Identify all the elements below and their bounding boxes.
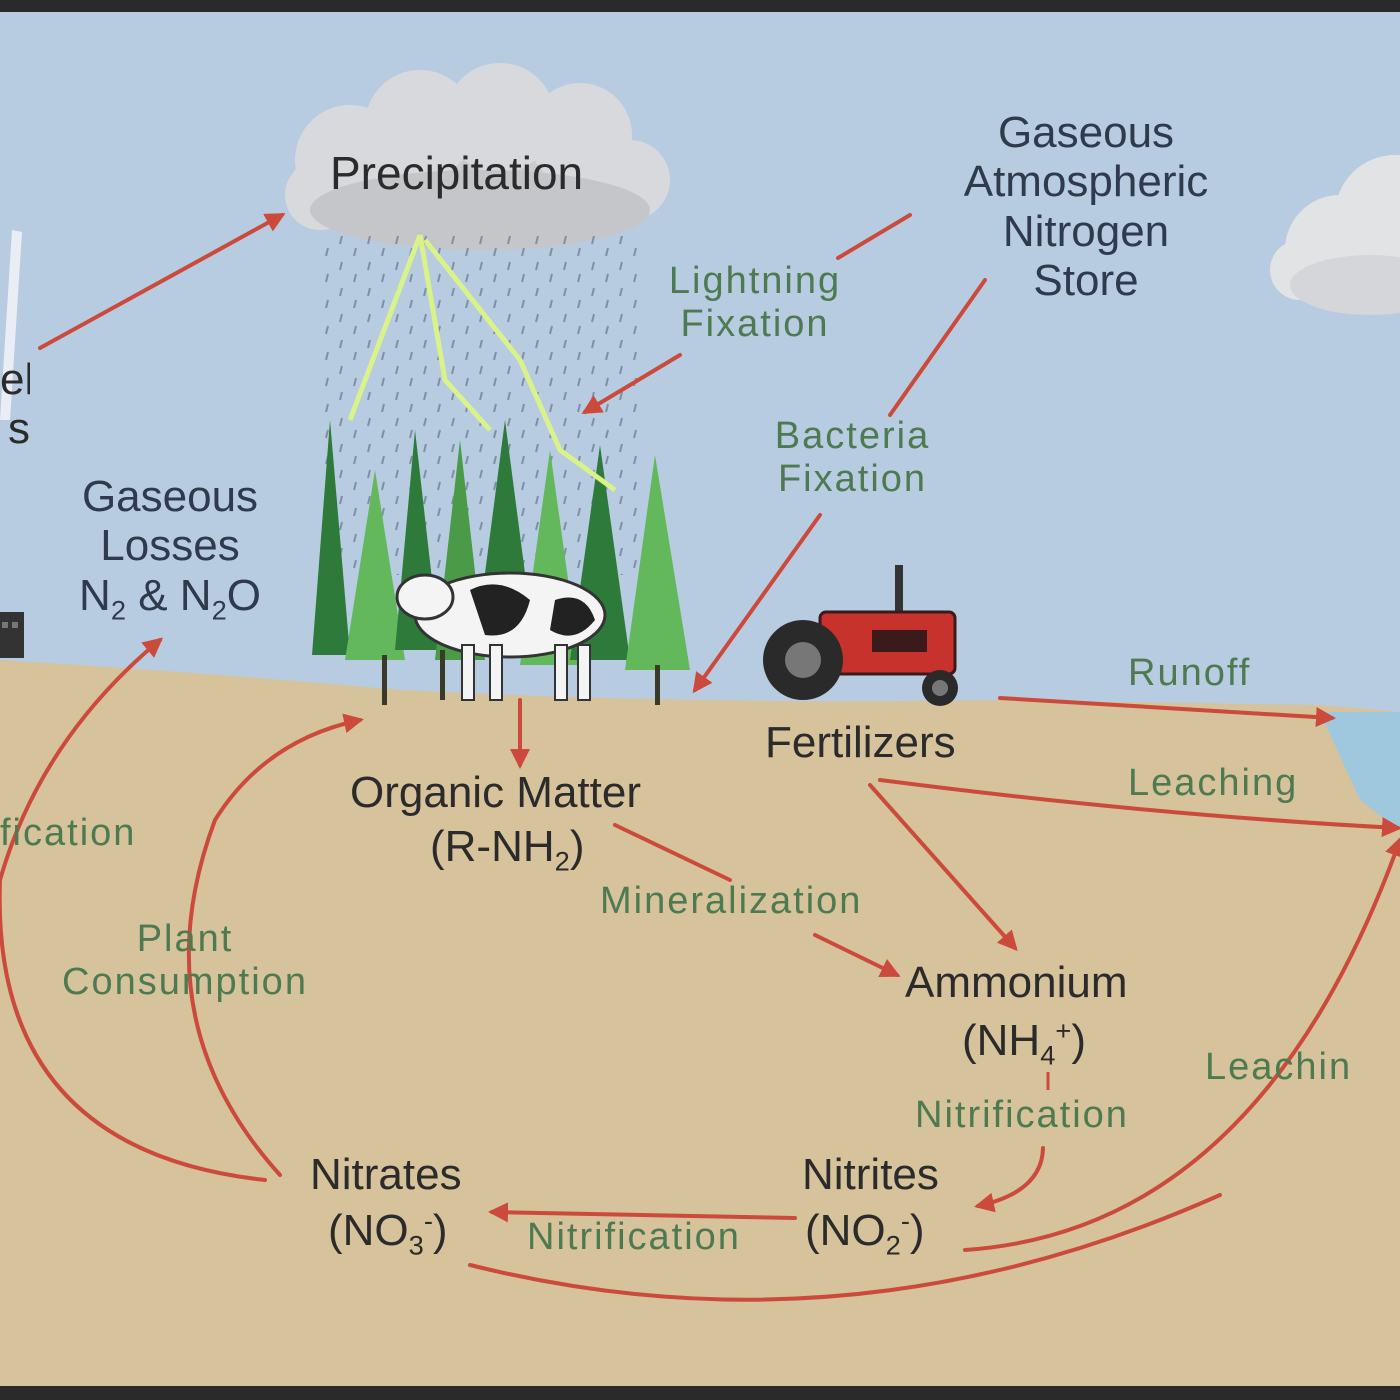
arrow-runoff	[998, 696, 1336, 728]
bacteria-fixation-label: Bacteria Fixation	[774, 415, 931, 500]
nitrates-label: Nitrates	[310, 1150, 462, 1199]
arrow-mineralization-lower	[813, 933, 901, 977]
atmospheric-store-label: Gaseous Atmospheric Nitrogen Store	[963, 108, 1209, 305]
arrow-emissions-to-precipitation	[38, 213, 286, 350]
gaseous-losses-label: Gaseous Losses N2 & N2O	[50, 472, 290, 626]
nitrification-label-2: Nitrification	[527, 1216, 741, 1258]
fertilizers-label: Fertilizers	[765, 718, 956, 767]
organic-matter-formula: (R-NH2)	[430, 822, 585, 877]
sky	[0, 12, 1400, 712]
fuel-emissions-partial-label: el s	[0, 355, 30, 454]
precipitation-cloud-icon	[285, 63, 670, 250]
arrow-leaching-upper	[878, 778, 1400, 838]
mineralization-label: Mineralization	[600, 880, 863, 922]
precipitation-label: Precipitation	[330, 147, 584, 199]
arrow-leaching-right	[963, 836, 1400, 1252]
flow-arrows	[0, 213, 1400, 1302]
nitrification-label-1: Nitrification	[915, 1094, 1129, 1136]
lightning-fixation-label: Lightning Fixation	[668, 260, 842, 345]
nitrites-label: Nitrites	[802, 1150, 939, 1199]
arrow-lightning-fixation	[836, 213, 912, 260]
denitrification-partial-label: fication	[0, 812, 137, 854]
plant-consumption-label: Plant Consumption	[62, 918, 308, 1003]
cloud-icon	[1270, 155, 1400, 315]
factory-icon	[0, 230, 24, 658]
nitrates-formula: (NO3-)	[328, 1205, 448, 1261]
water-body	[1320, 712, 1400, 830]
ammonium-label: Ammonium	[905, 958, 1128, 1007]
leaching-right-label: Leachin	[1205, 1046, 1353, 1088]
arrow-bacteria-from-store	[888, 278, 987, 417]
gaseous-losses-formula: N2 & N2O	[79, 570, 261, 626]
arrow-nitrification-2	[488, 1202, 797, 1223]
arrow-nitrates-leaching	[468, 1193, 1222, 1302]
runoff-label: Runoff	[1128, 652, 1252, 694]
nitrites-formula: (NO2-)	[805, 1205, 925, 1261]
tractor-icon	[763, 565, 958, 706]
soil	[0, 660, 1400, 1386]
cow-icon	[395, 571, 607, 701]
arrow-bacteria-to-soil	[692, 513, 822, 694]
ammonium-formula: (NH4+)	[962, 1015, 1086, 1071]
arrow-mineralization-upper	[613, 823, 732, 882]
arrow-fertilizer-to-ammonium	[868, 783, 1018, 951]
arrow-denitrification	[0, 637, 267, 1182]
leaching-upper-label: Leaching	[1128, 762, 1299, 804]
arrow-lightning-to-trees	[581, 353, 682, 415]
lightning-icon	[347, 234, 617, 493]
arrow-nitrification-1	[974, 1146, 1045, 1213]
organic-matter-label: Organic Matter	[350, 768, 641, 817]
arrow-plant-consumption	[186, 713, 364, 1177]
